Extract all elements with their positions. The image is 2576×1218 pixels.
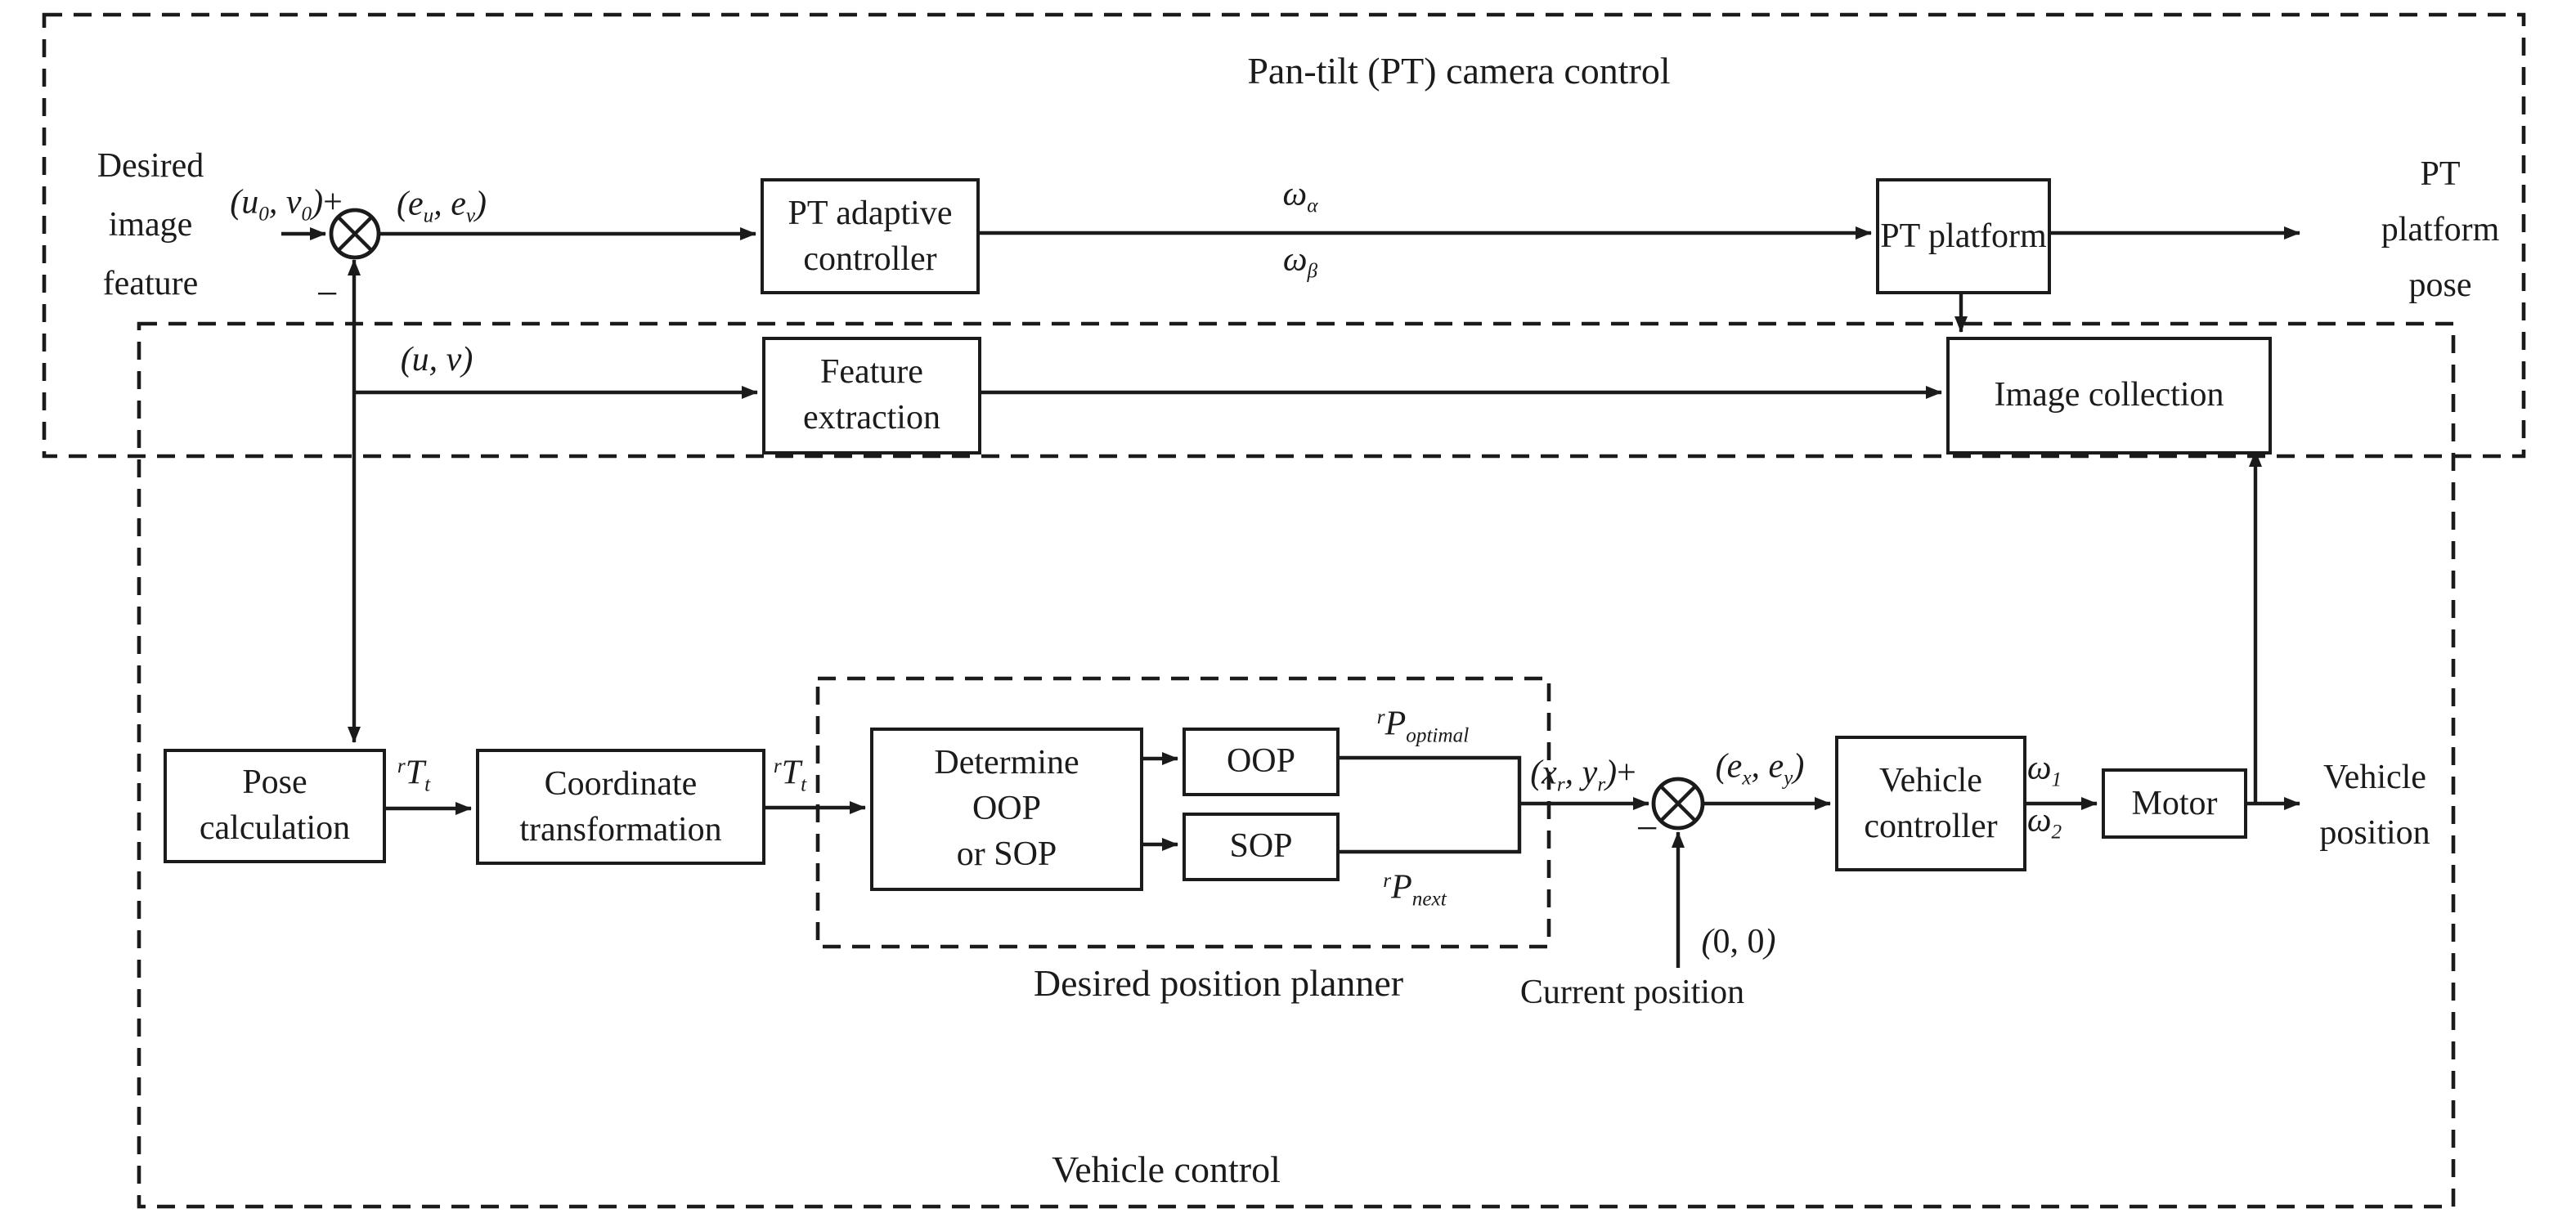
signal-rTt-1: rTt	[397, 752, 431, 796]
block-feature-extraction: Feature extraction	[762, 337, 981, 455]
signal-omega-alpha: ωα	[1282, 173, 1318, 217]
signal-xr-yr-plus: (xr, yr)+	[1530, 752, 1636, 796]
summing-junction-vehicle	[1651, 777, 1705, 831]
signal-rP-optimal: rPoptimal	[1376, 703, 1470, 747]
signal-omega-beta: ωβ	[1282, 239, 1318, 283]
summing-junction-pt	[329, 208, 381, 260]
block-sop: SOP	[1183, 813, 1340, 881]
block-coordinate-transformation: Coordinate transformation	[476, 749, 765, 865]
block-determine-oop-or-sop: Determine OOP or SOP	[870, 728, 1143, 891]
block-pose-calculation: Pose calculation	[164, 749, 386, 863]
label-current-position: Current position	[1519, 972, 1745, 1011]
minus-sign-pt-junction: −	[316, 274, 339, 316]
desired-position-planner-dashed-box	[815, 676, 1551, 949]
block-pt-adaptive-controller: PT adaptive controller	[761, 178, 980, 294]
signal-omega-2: ω2	[2026, 799, 2062, 844]
signal-eu-ev: (eu, ev)	[396, 183, 487, 227]
vehicle-control-dashed-box	[137, 321, 2456, 1209]
signal-zero-zero: (0, 0)	[1701, 921, 1776, 961]
signal-omega-1: ω1	[2026, 747, 2062, 791]
block-image-collection: Image collection	[1946, 337, 2272, 455]
signal-ex-ey: (ex, ey)	[1715, 746, 1805, 790]
signal-u0-v0-plus: (u0, v0)+	[230, 181, 343, 226]
block-oop: OOP	[1183, 728, 1340, 796]
region-title-desired-position-planner: Desired position planner	[1033, 963, 1404, 1004]
signal-rP-next: rPnext	[1383, 866, 1447, 911]
signal-u-v: (u, v)	[400, 339, 473, 378]
minus-sign-vehicle-junction: −	[1636, 808, 1658, 851]
label-desired-image-feature: Desired image feature	[96, 146, 204, 302]
label-vehicle-position: Vehicle position	[2319, 757, 2430, 852]
region-title-pt-camera-control: Pan-tilt (PT) camera control	[1247, 51, 1671, 92]
block-pt-platform: PT platform	[1876, 178, 2051, 294]
pt-camera-control-dashed-box	[42, 12, 2526, 459]
block-motor: Motor	[2102, 768, 2247, 839]
block-vehicle-controller: Vehicle controller	[1835, 736, 2026, 871]
region-title-vehicle-control: Vehicle control	[1052, 1149, 1281, 1190]
signal-rTt-2: rTt	[773, 752, 807, 796]
label-pt-platform-pose: PT platform pose	[2381, 154, 2500, 304]
wire-oop-sop-merge	[1333, 755, 1522, 854]
